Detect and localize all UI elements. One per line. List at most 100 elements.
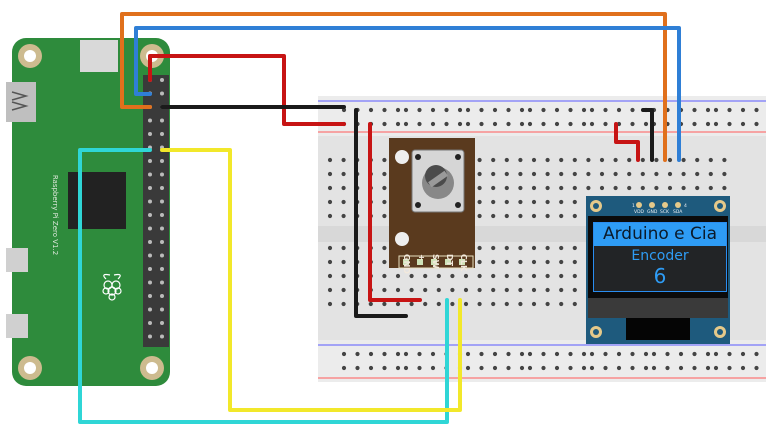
rail-hole	[630, 351, 635, 357]
terminal-hole	[667, 185, 673, 191]
wire-red-pi	[148, 54, 346, 126]
rail-hole	[678, 351, 684, 357]
rail-hole	[740, 365, 746, 371]
pi-board-label: Raspberry Pi Zero V1.2	[51, 174, 59, 256]
rail-hole	[581, 107, 587, 113]
terminal-hole	[559, 185, 564, 191]
wire-blue	[134, 26, 681, 162]
terminal-hole	[491, 273, 496, 279]
terminal-hole	[504, 185, 509, 191]
terminal-hole	[491, 287, 496, 293]
terminal-hole	[531, 301, 537, 307]
terminal-hole	[463, 301, 469, 307]
terminal-hole	[667, 171, 673, 177]
rail-hole	[527, 365, 533, 371]
terminal-hole	[327, 213, 333, 219]
terminal-hole	[327, 199, 333, 205]
rail-hole	[692, 365, 697, 371]
top-power-rail	[318, 96, 766, 136]
gpio-pin	[148, 159, 152, 163]
terminal-hole	[627, 157, 632, 163]
gpio-pin	[148, 172, 152, 177]
terminal-hole	[368, 301, 373, 307]
rail-hole	[403, 351, 409, 357]
gpio-pin	[160, 294, 164, 298]
rail-hole	[519, 365, 525, 371]
terminal-hole	[654, 171, 659, 177]
terminal-hole	[545, 273, 550, 279]
terminal-hole	[491, 259, 496, 265]
terminal-hole	[463, 287, 469, 293]
terminal-hole	[327, 287, 333, 293]
encoder-header-pin	[403, 259, 409, 265]
terminal-hole	[545, 287, 550, 293]
mini-hdmi-port	[6, 82, 36, 122]
terminal-hole	[341, 157, 346, 163]
terminal-hole	[477, 213, 482, 219]
terminal-hole	[327, 157, 333, 163]
terminal-hole	[586, 185, 591, 191]
terminal-hole	[395, 287, 401, 293]
rail-hole	[465, 107, 471, 113]
rail-hole	[603, 351, 608, 357]
gpio-pin	[160, 159, 164, 163]
rail-hole	[541, 121, 546, 127]
terminal-hole	[341, 185, 346, 191]
terminal-hole	[518, 287, 523, 293]
rail-hole	[643, 365, 649, 371]
terminal-hole	[695, 157, 700, 163]
gpio-pin	[160, 199, 164, 204]
terminal-hole	[450, 273, 455, 279]
terminal-hole	[409, 273, 414, 279]
rail-hole	[527, 351, 533, 357]
rail-hole	[519, 107, 525, 113]
rail-hole	[727, 107, 732, 113]
encoder-pin-sw: SW	[431, 254, 440, 269]
rail-hole	[541, 365, 546, 371]
rail-hole	[692, 107, 697, 113]
terminal-hole	[681, 185, 686, 191]
rail-hole	[754, 365, 759, 371]
terminal-hole	[599, 171, 605, 177]
gpio-pin	[160, 334, 164, 339]
rail-hole	[568, 121, 573, 127]
terminal-hole	[572, 157, 577, 163]
rail-hole	[395, 351, 401, 357]
terminal-hole	[463, 273, 469, 279]
gpio-pin	[160, 78, 164, 82]
terminal-hole	[708, 185, 713, 191]
rail-hole	[403, 107, 409, 113]
terminal-hole	[477, 301, 482, 307]
terminal-hole	[531, 185, 537, 191]
terminal-hole	[436, 301, 441, 307]
terminal-hole	[640, 185, 645, 191]
terminal-hole	[423, 287, 428, 293]
rail-hole	[355, 365, 360, 371]
terminal-hole	[559, 273, 564, 279]
rail-hole	[506, 121, 511, 127]
gpio-pin	[160, 240, 164, 244]
terminal-hole	[491, 171, 496, 177]
terminal-hole	[545, 171, 550, 177]
rail-hole	[665, 365, 670, 371]
rail-hole	[581, 121, 587, 127]
terminal-hole	[382, 287, 387, 293]
terminal-hole	[586, 157, 591, 163]
terminal-hole	[504, 245, 509, 251]
terminal-hole	[531, 245, 537, 251]
gpio-pin	[160, 253, 164, 258]
rail-hole	[568, 365, 573, 371]
gpio-pin	[148, 334, 152, 339]
terminal-hole	[491, 245, 496, 251]
sd-card-slot	[80, 40, 118, 72]
terminal-hole	[586, 171, 591, 177]
terminal-hole	[504, 213, 509, 219]
rail-hole	[479, 107, 484, 113]
terminal-hole	[518, 171, 523, 177]
gpio-pin	[148, 321, 152, 325]
rail-hole	[457, 107, 463, 113]
rail-hole	[417, 365, 422, 371]
rail-hole	[651, 365, 657, 371]
rail-hole	[616, 107, 622, 113]
rail-hole	[417, 351, 422, 357]
